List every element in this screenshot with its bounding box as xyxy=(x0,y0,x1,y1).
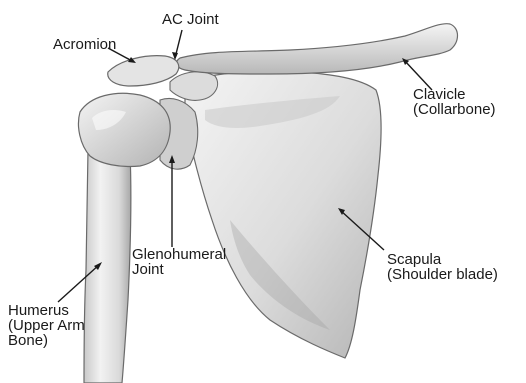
acromion-label: Acromion xyxy=(53,37,116,52)
coracoid-process xyxy=(170,72,218,101)
glenohumeral-joint-label: Glenohumeral Joint xyxy=(132,247,226,277)
humerus-shaft xyxy=(84,147,131,383)
humerus-label: Humerus (Upper Arm Bone) xyxy=(8,303,85,348)
scapula-label: Scapula (Shoulder blade) xyxy=(387,252,498,282)
humerus-head xyxy=(78,93,170,166)
acromion-bone xyxy=(108,56,179,86)
clavicle-label: Clavicle (Collarbone) xyxy=(413,87,496,117)
clavicle-bone xyxy=(177,24,458,74)
ac-joint-label: AC Joint xyxy=(162,12,219,27)
